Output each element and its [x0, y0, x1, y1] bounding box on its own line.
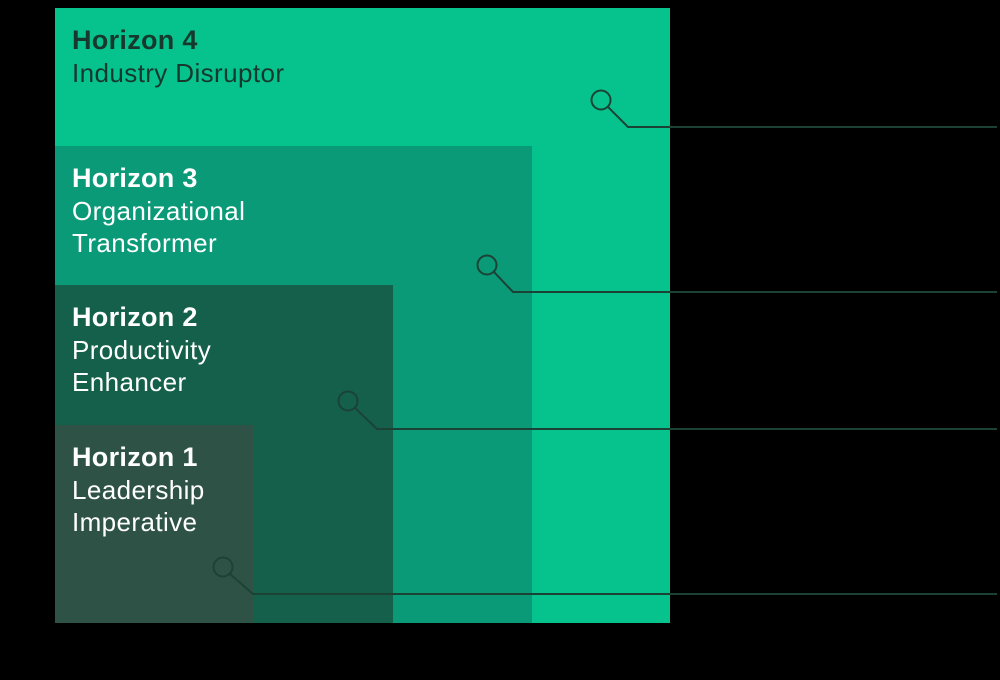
horizon-1-title: Horizon 1	[72, 442, 198, 472]
horizon-4-subtitle: Industry Disruptor	[72, 58, 285, 88]
horizon-1-square: Horizon 1 Leadership Imperative	[55, 425, 253, 623]
horizon-4-label: Horizon 4 Industry Disruptor	[72, 24, 662, 89]
horizon-3-label: Horizon 3 Organizational Transformer	[72, 162, 524, 259]
horizon-3-title: Horizon 3	[72, 163, 198, 193]
horizon-1-subtitle: Leadership Imperative	[72, 475, 205, 537]
horizon-2-title: Horizon 2	[72, 302, 198, 332]
horizon-3-subtitle: Organizational Transformer	[72, 196, 246, 258]
horizon-4-title: Horizon 4	[72, 25, 198, 55]
horizon-2-label: Horizon 2 Productivity Enhancer	[72, 301, 385, 398]
horizon-1-label: Horizon 1 Leadership Imperative	[72, 441, 245, 538]
horizon-2-subtitle: Productivity Enhancer	[72, 335, 212, 397]
